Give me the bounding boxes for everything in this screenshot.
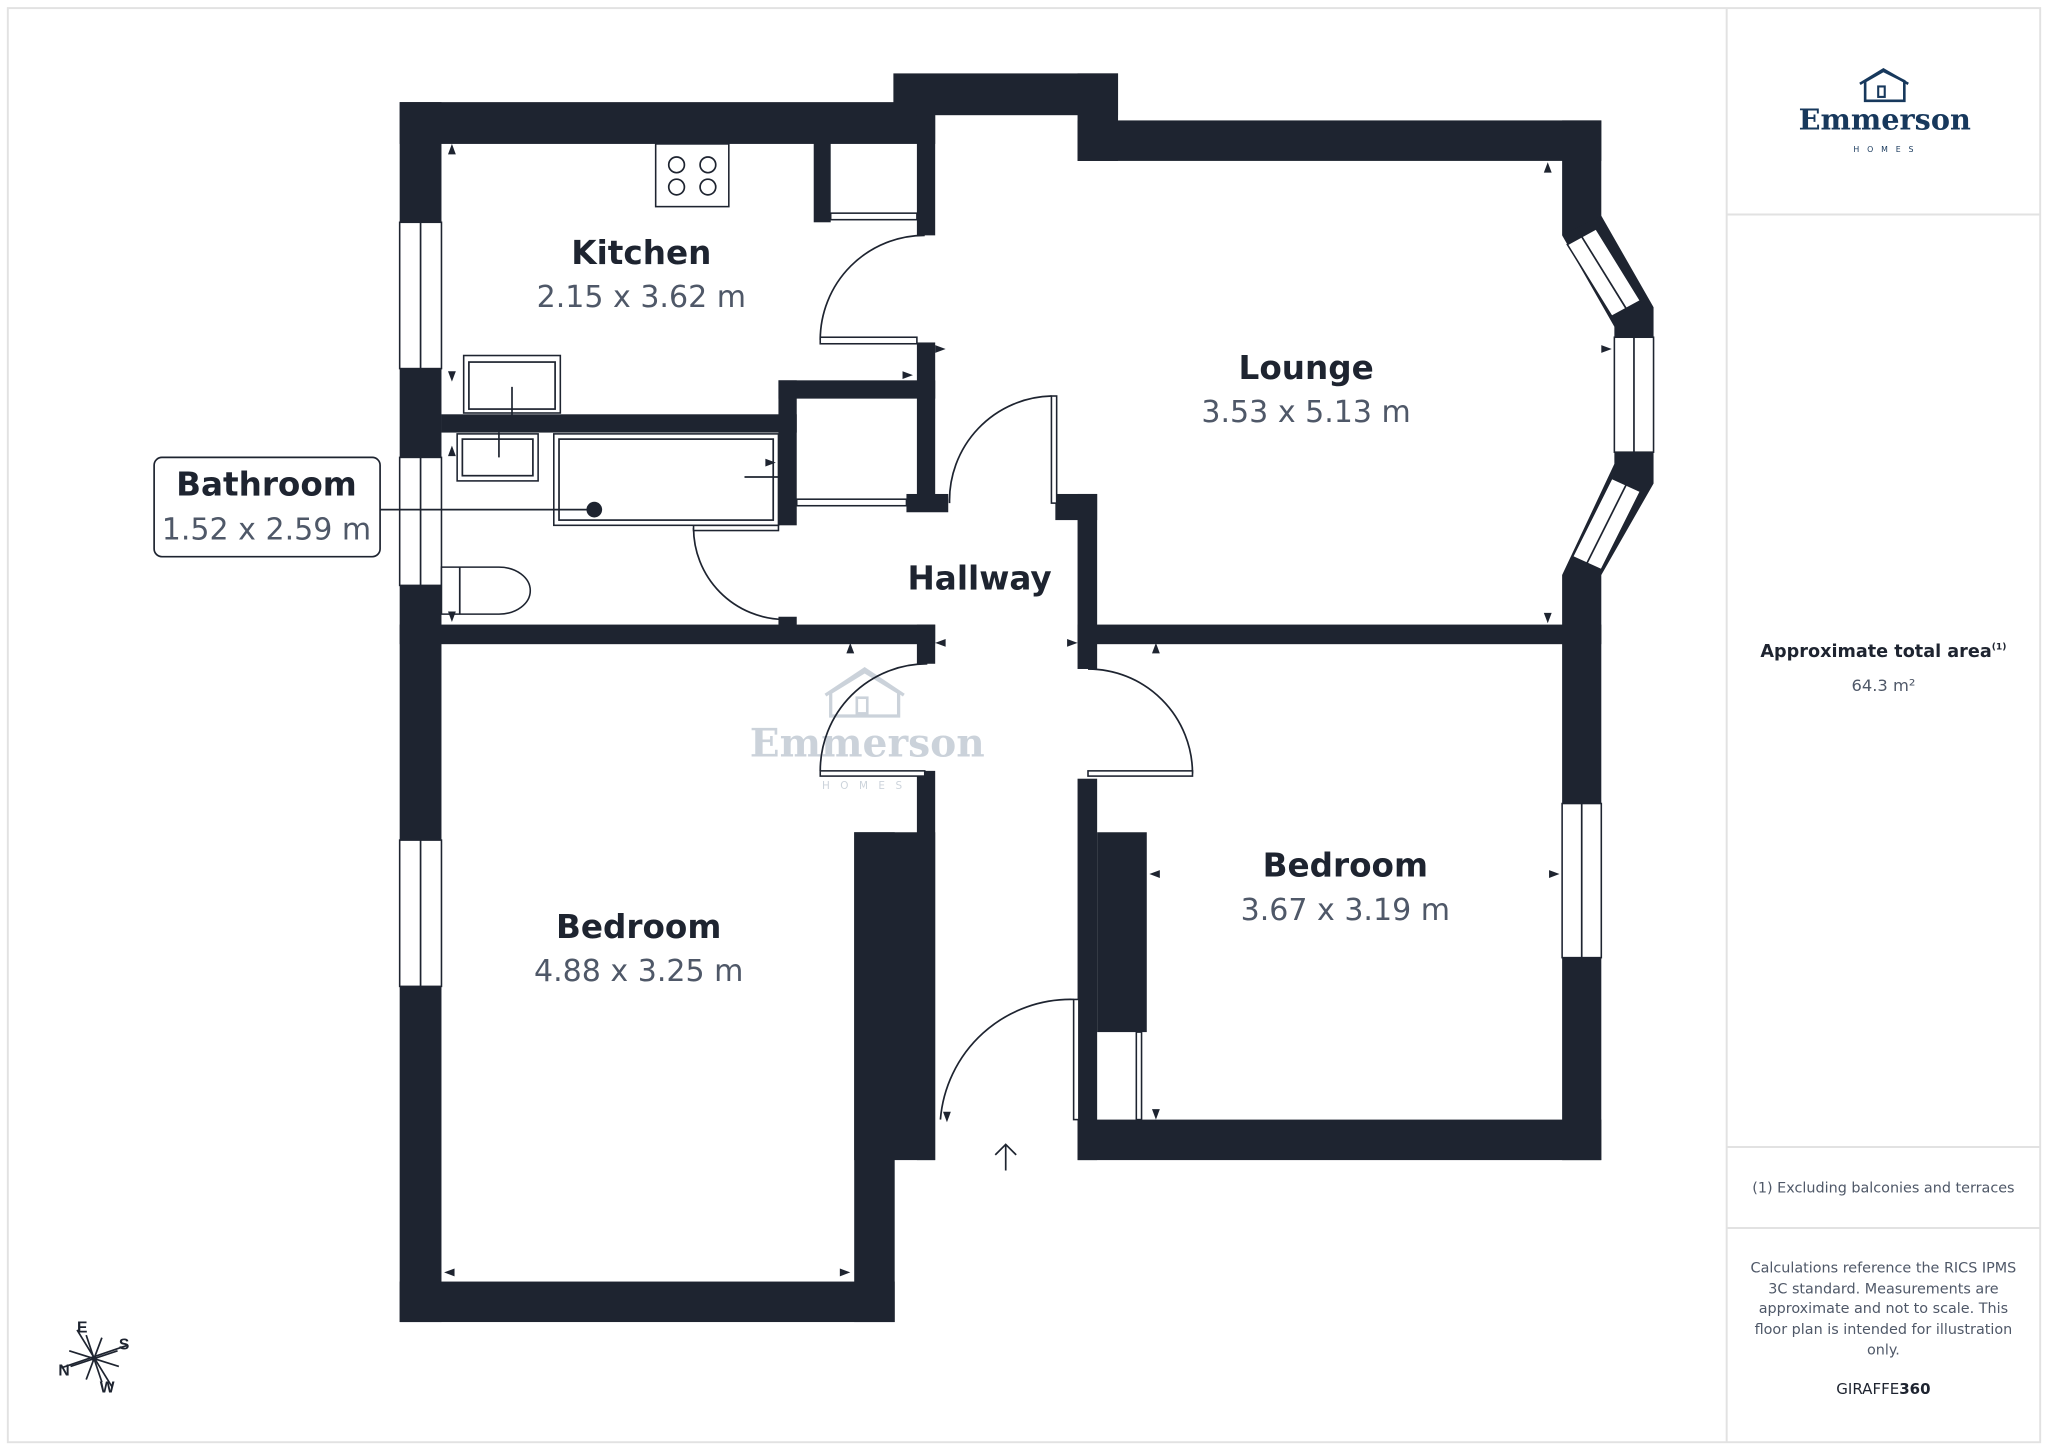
- doors: [692, 212, 1194, 1171]
- room-name-hallway: Hallway: [907, 559, 1051, 597]
- compass-s: S: [119, 1336, 129, 1353]
- sheet-border: [6, 7, 2042, 1444]
- bathroom-callout: Bathroom 1.52 x 2.59 m: [153, 456, 603, 558]
- brand-name: Emmerson: [1799, 103, 1971, 137]
- fixtures: [440, 143, 780, 615]
- room-name-kitchen: Kitchen: [571, 234, 711, 272]
- compass-w: W: [100, 1380, 115, 1397]
- room-dims-kitchen: 2.15 x 3.62 m: [537, 280, 746, 315]
- room-dims-lounge: 3.53 x 5.13 m: [1201, 395, 1410, 430]
- svg-text:Calculations reference the RIC: Calculations reference the RICS IPMS: [1751, 1260, 2017, 1276]
- hob-icon: [654, 143, 730, 208]
- room-name-lounge: Lounge: [1239, 349, 1374, 387]
- bathroom-sink-icon: [456, 432, 539, 482]
- compass-n: N: [58, 1363, 69, 1380]
- room-dims-bedroom-right: 3.67 x 3.19 m: [1241, 893, 1450, 928]
- room-name-bedroom-left: Bedroom: [556, 908, 721, 946]
- svg-text:3C standard. Measurements are: 3C standard. Measurements are: [1768, 1281, 1999, 1297]
- area-label-line: Approximate total area(1): [1760, 642, 2006, 662]
- svg-text:only.: only.: [1867, 1343, 1900, 1359]
- disclaimer: Calculations reference the RICS IPMS 3C …: [1751, 1260, 2017, 1358]
- sidebar-dividers: [1725, 8, 2041, 1443]
- compass-rose-icon: E S N W: [58, 1320, 129, 1397]
- credit: GIRAFFE360: [1836, 1380, 1930, 1398]
- svg-text:approximate and not to scale.: approximate and not to scale. This: [1759, 1301, 2008, 1317]
- entrance-arrow-icon: [994, 1143, 1017, 1171]
- area-value: 64.3 m²: [1851, 676, 1915, 695]
- windows: [398, 221, 1655, 988]
- watermark-tagline: HOMES: [822, 780, 913, 792]
- area-label: Approximate total area: [1760, 642, 1991, 662]
- area-footnote-mark: (1): [1992, 642, 2007, 652]
- room-name-bathroom: Bathroom: [176, 465, 357, 503]
- credit-b: 360: [1899, 1380, 1930, 1398]
- brand-tagline: HOMES: [1853, 145, 1921, 154]
- toilet-icon: [440, 566, 532, 615]
- kitchen-sink-icon: [462, 354, 562, 419]
- compass-e: E: [77, 1320, 87, 1337]
- brand-logo: Emmerson HOMES: [1799, 67, 1971, 154]
- credit-a: GIRAFFE: [1836, 1380, 1899, 1398]
- watermark-logo: Emmerson HOMES: [750, 667, 985, 792]
- room-name-bedroom-right: Bedroom: [1263, 847, 1428, 885]
- watermark-name: Emmerson: [750, 721, 985, 767]
- measurement-markers: [444, 143, 1612, 1277]
- footnote: (1) Excluding balconies and terraces: [1752, 1181, 2014, 1197]
- room-dims-bathroom: 1.52 x 2.59 m: [162, 513, 371, 548]
- room-dims-bedroom-left: 4.88 x 3.25 m: [534, 954, 743, 989]
- svg-text:floor plan is intended for ill: floor plan is intended for illustration: [1755, 1322, 2013, 1338]
